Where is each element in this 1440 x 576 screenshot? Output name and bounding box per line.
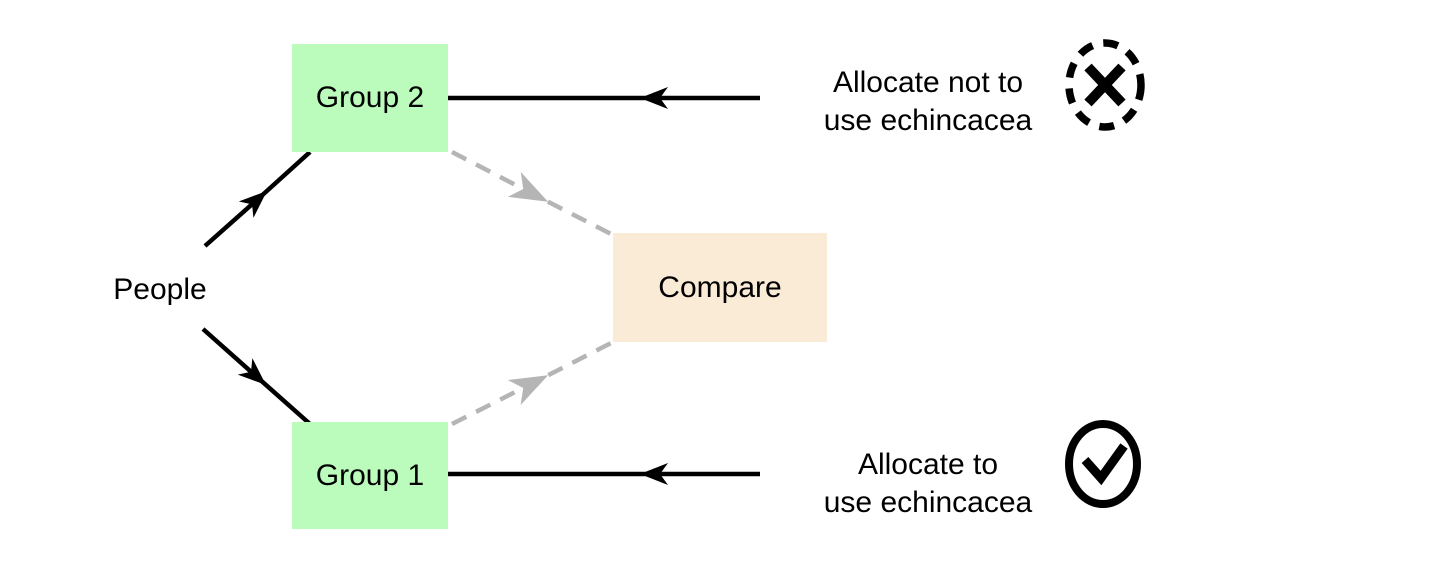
circle-check-icon xyxy=(1065,420,1141,508)
allocate-not-label: Allocate not to use echincacea xyxy=(798,64,1058,140)
allocate-to-line1: Allocate to xyxy=(857,448,999,481)
arrow-group1-to-compare xyxy=(450,339,615,427)
allocate-to-label: Allocate to use echincacea xyxy=(798,446,1058,522)
group1-node: Group 1 xyxy=(292,422,448,529)
group2-node: Group 2 xyxy=(292,44,448,152)
people-label: People xyxy=(113,273,207,306)
arrow-people-to-group2 xyxy=(203,150,312,248)
compare-node: Compare xyxy=(613,233,827,342)
arrow-group2-to-compare xyxy=(450,150,615,238)
compare-label: Compare xyxy=(658,270,782,304)
arrow-people-to-group1 xyxy=(201,327,312,426)
allocate-not-line2: use echincacea xyxy=(823,104,1033,137)
allocate-to-line2: use echincacea xyxy=(823,486,1033,519)
group2-label: Group 2 xyxy=(315,81,425,114)
dashed-circle-x-icon xyxy=(1065,39,1145,131)
allocate-not-line1: Allocate not to xyxy=(832,66,1024,99)
group1-label: Group 1 xyxy=(315,458,425,492)
